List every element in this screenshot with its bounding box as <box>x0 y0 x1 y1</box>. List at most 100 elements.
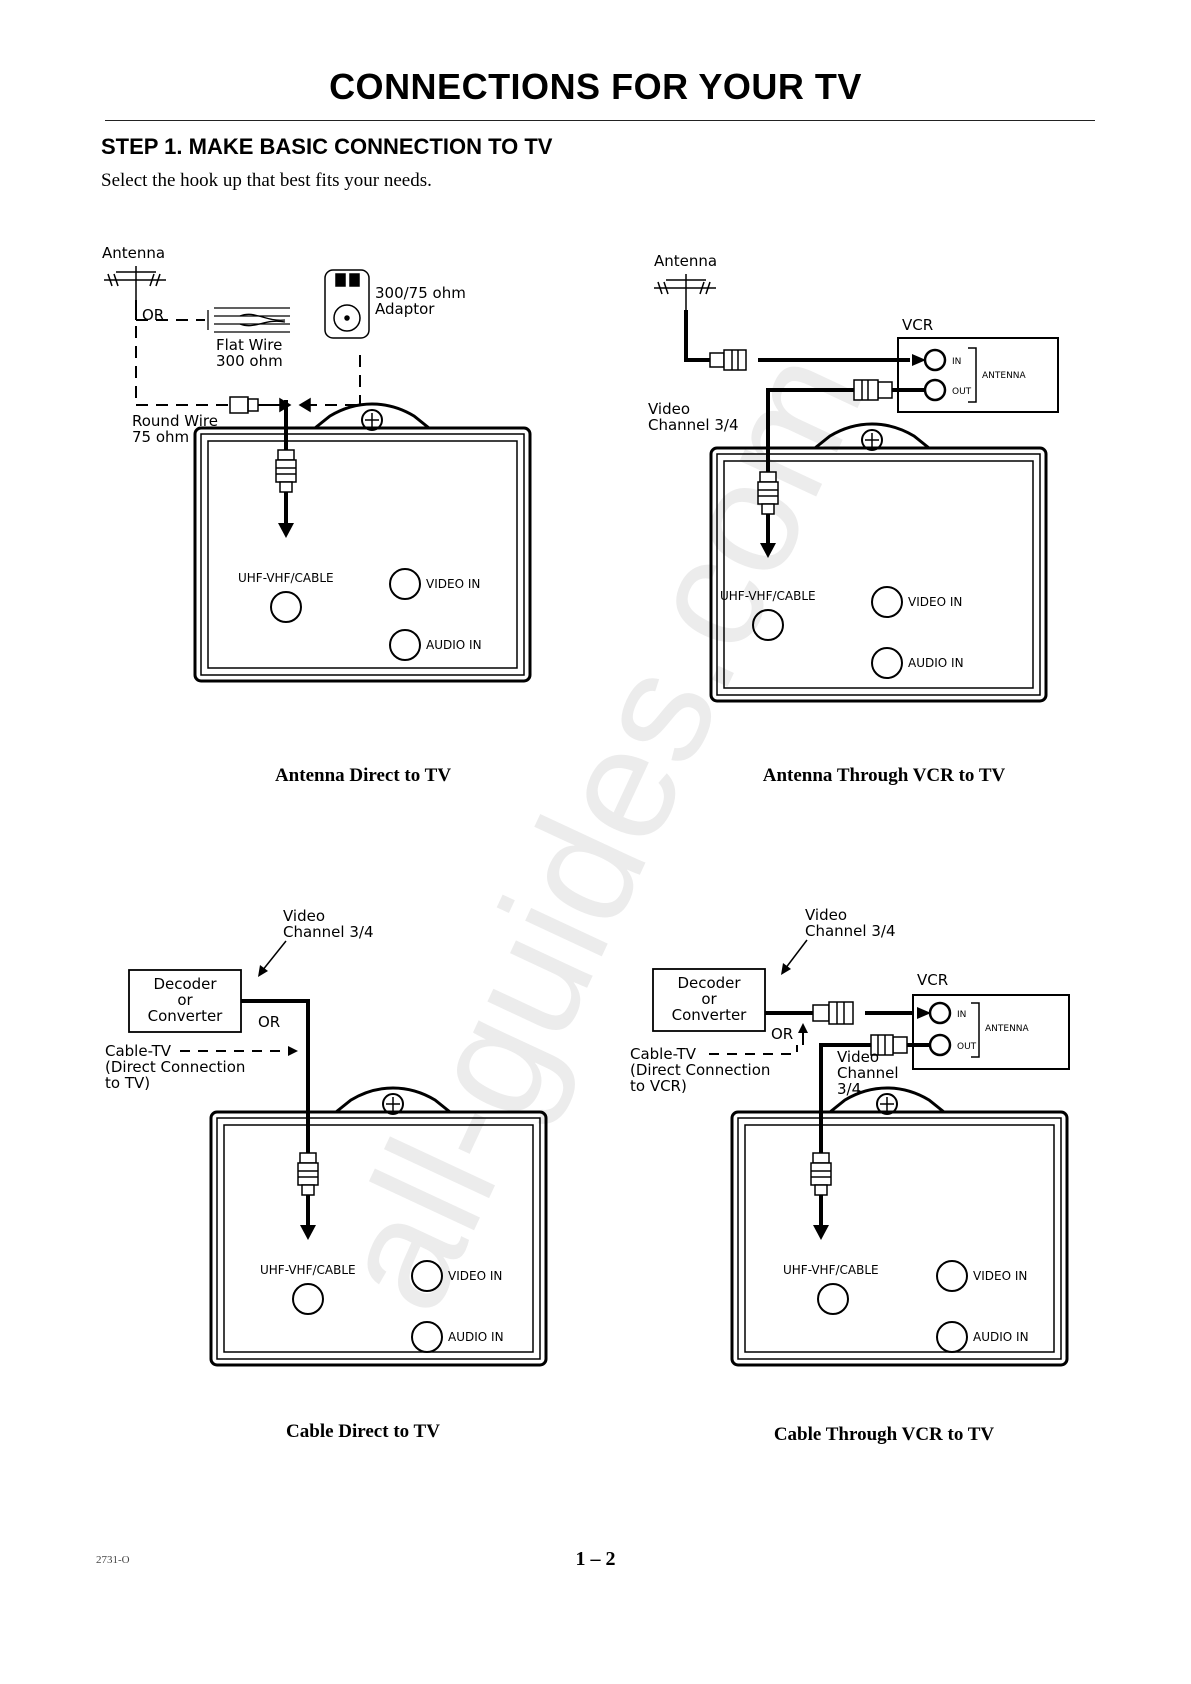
flat-wire-label: Flat Wire <box>216 336 282 354</box>
channel-label: Channel 3/4 <box>648 416 739 434</box>
tv-back-panel <box>709 422 1048 703</box>
video-in-jack <box>411 1260 443 1292</box>
vcr-antenna-label: ANTENNA <box>982 371 1027 381</box>
adaptor-icon <box>324 269 370 339</box>
caption-antenna-direct: Antenna Direct to TV <box>274 765 452 786</box>
video-in-label: VIDEO IN <box>908 595 962 609</box>
audio-in-jack <box>389 629 421 661</box>
antenna-label: Antenna <box>654 252 717 270</box>
title-divider <box>105 120 1095 121</box>
arrow-icon <box>781 939 808 975</box>
uhf-vhf-cable-jack <box>270 591 302 623</box>
converter-label: Converter <box>148 1007 224 1025</box>
footer-code: 2731-O <box>96 1554 130 1566</box>
round-wire-label: Round Wire <box>132 412 218 430</box>
vcr-title: VCR <box>917 971 948 989</box>
video-in-label: VIDEO IN <box>973 1269 1027 1283</box>
uhf-vhf-cable-jack <box>292 1283 324 1315</box>
cable-tv-label: Cable-TV <box>630 1045 697 1063</box>
cable-tv-label: Cable-TV <box>105 1042 172 1060</box>
adaptor-ohm-label: 300/75 ohm <box>375 284 466 302</box>
or-label: OR <box>258 1013 280 1031</box>
tv-back-panel <box>730 1086 1069 1367</box>
dashed-paths <box>135 319 361 406</box>
uhf-vhf-cable-label: UHF-VHF/CABLE <box>720 589 816 603</box>
decoder-or-label: or <box>701 990 717 1008</box>
page-number: 1 – 2 <box>575 1548 616 1570</box>
antenna-icon <box>654 274 716 310</box>
down-arrow-icon <box>278 492 294 538</box>
video-in-jack <box>936 1260 968 1292</box>
tv-back-panel <box>193 402 532 683</box>
vcr-out-label: OUT <box>957 1042 977 1052</box>
antenna-label: Antenna <box>102 244 165 262</box>
tv-back-panel <box>209 1086 548 1367</box>
video-label: Video <box>805 906 847 924</box>
down-arrow-icon <box>760 514 776 558</box>
step-heading: STEP 1. MAKE BASIC CONNECTION TO TV <box>101 134 553 159</box>
adaptor-label: Adaptor <box>375 300 435 318</box>
round-wire-ohm-label: 75 ohm <box>132 428 189 446</box>
diagram-cable-direct: Video Channel 3/4 Decoder or Converter O… <box>105 907 548 1367</box>
vcr-in-jack <box>917 1001 952 1025</box>
audio-in-label: AUDIO IN <box>973 1330 1029 1344</box>
to-tv-label: to TV) <box>105 1074 150 1092</box>
converter-label: Converter <box>672 1006 748 1024</box>
vcr-in-label: IN <box>952 357 961 367</box>
direct-connection-label: (Direct Connection <box>630 1061 770 1079</box>
antenna-icon <box>104 266 166 300</box>
video-in-jack <box>389 568 421 600</box>
vcr-in-jack <box>912 348 947 372</box>
video-in-label: VIDEO IN <box>426 577 480 591</box>
to-vcr-label: to VCR) <box>630 1077 687 1095</box>
flat-wire-icon <box>207 307 290 333</box>
vcr-in-label: IN <box>957 1010 966 1020</box>
channel-label: Channel 3/4 <box>283 923 374 941</box>
video-in-label: VIDEO IN <box>448 1269 502 1283</box>
caption-cable-direct: Cable Direct to TV <box>286 1421 440 1442</box>
channel-label: Channel 3/4 <box>805 922 896 940</box>
arrow-icon <box>258 940 287 977</box>
vcr-antenna-label: ANTENNA <box>985 1024 1030 1034</box>
decoder-label: Decoder <box>677 974 741 992</box>
vcr-out-label: OUT <box>952 387 972 397</box>
video2-label: Video <box>837 1048 879 1066</box>
diagram-antenna-through-vcr: Antenna VCR IN OUT ANTENNA Video Channel… <box>648 252 1059 703</box>
video-label: Video <box>283 907 325 925</box>
connector-icon <box>853 379 893 401</box>
video-label: Video <box>648 400 690 418</box>
vcr-box <box>897 337 1059 413</box>
audio-in-label: AUDIO IN <box>448 1330 504 1344</box>
f-connector-icon <box>757 471 779 515</box>
decoder-label: Decoder <box>153 975 217 993</box>
down-arrow-icon <box>813 1195 829 1240</box>
f-connector-icon <box>297 1152 319 1196</box>
diagram-antenna-direct: Antenna OR Flat Wire 300 ohm 300/75 ohm … <box>102 244 532 683</box>
uhf-vhf-cable-jack <box>752 609 784 641</box>
uhf-vhf-cable-label: UHF-VHF/CABLE <box>238 571 334 585</box>
down-arrow-icon <box>300 1195 316 1240</box>
caption-antenna-through-vcr: Antenna Through VCR to TV <box>762 765 1006 786</box>
audio-in-jack <box>871 647 903 679</box>
channel2-label: Channel <box>837 1064 899 1082</box>
up-arrow-icon <box>798 1023 808 1045</box>
caption-cable-through-vcr: Cable Through VCR to TV <box>773 1424 995 1445</box>
intro-text: Select the hook up that best fits your n… <box>101 170 432 191</box>
vcr-out-jack <box>928 1033 952 1057</box>
connector-icon <box>812 1001 854 1025</box>
diagram-cable-through-vcr: Video Channel 3/4 Decoder or Converter O… <box>630 906 1070 1367</box>
vcr-title: VCR <box>902 316 933 334</box>
audio-in-jack <box>936 1321 968 1353</box>
vcr-box <box>912 994 1070 1070</box>
decoder-or-label: or <box>177 991 193 1009</box>
flat-wire-ohm-label: 300 ohm <box>216 352 283 370</box>
uhf-vhf-cable-label: UHF-VHF/CABLE <box>260 1263 356 1277</box>
uhf-vhf-cable-label: UHF-VHF/CABLE <box>783 1263 879 1277</box>
video-in-jack <box>871 586 903 618</box>
audio-in-label: AUDIO IN <box>908 656 964 670</box>
f-connector-icon <box>810 1152 832 1196</box>
connector-icon <box>709 349 747 371</box>
or-label: OR <box>771 1025 793 1043</box>
page-title: CONNECTIONS FOR YOUR TV <box>329 66 862 107</box>
audio-in-label: AUDIO IN <box>426 638 482 652</box>
